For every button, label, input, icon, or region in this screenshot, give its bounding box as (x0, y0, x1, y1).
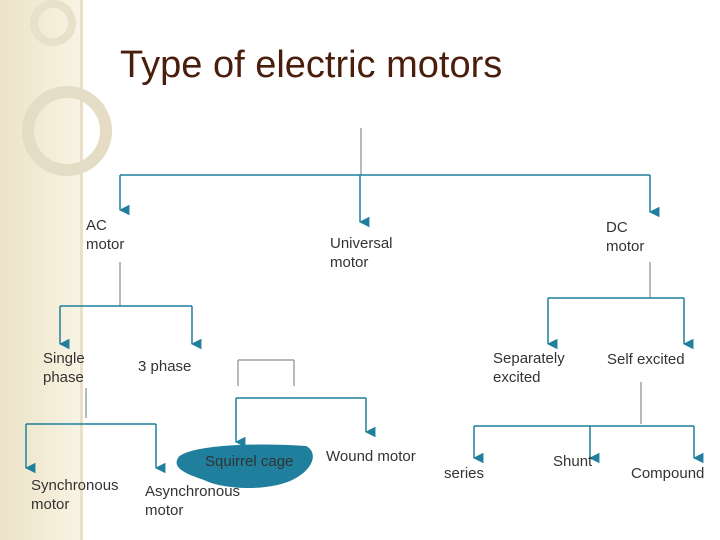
node-ac-line2: motor (86, 236, 125, 253)
decorative-band-edge (80, 0, 83, 540)
node-dc-line2: motor (606, 238, 645, 255)
node-wound-motor-label: Wound motor (326, 448, 416, 465)
node-wound-motor: Wound motor (326, 447, 416, 466)
node-dc-motor: DC motor (606, 218, 644, 256)
node-universal-motor: Universal motor (330, 234, 393, 272)
node-compound: Compound (631, 464, 704, 483)
node-self-excited-label: Self excited (607, 351, 685, 368)
node-synchronous-line1: Synchronous (31, 477, 119, 494)
node-separately-line2: excited (493, 369, 541, 386)
node-single-phase: Single phase (43, 349, 85, 387)
node-series: series (444, 464, 484, 483)
node-universal-line1: Universal (330, 235, 393, 252)
node-squirrel-cage-label: Squirrel cage (205, 453, 294, 470)
node-series-label: series (444, 465, 485, 482)
node-ac-motor: AC motor (86, 216, 124, 254)
node-single-line1: Single (43, 350, 85, 367)
node-separately-line1: Separately (493, 350, 565, 367)
decorative-ring-small (30, 0, 76, 46)
node-universal-line2: motor (330, 254, 369, 271)
node-asynchronous-line1: Asynchronous (145, 483, 241, 500)
node-single-line2: phase (43, 369, 84, 386)
node-shunt: Shunt (553, 452, 592, 471)
node-three-phase-label: 3 phase (138, 358, 192, 375)
node-shunt-label: Shunt (553, 453, 593, 470)
squirrel-cage-highlight (176, 444, 313, 488)
node-synchronous-line2: motor (31, 496, 70, 513)
node-synchronous-motor: Synchronous motor (31, 476, 119, 514)
node-separately-excited: Separately excited (493, 349, 565, 387)
node-compound-label: Compound (631, 465, 705, 482)
node-ac-line1: AC (86, 217, 107, 234)
node-squirrel-cage: Squirrel cage (205, 452, 293, 471)
node-dc-line1: DC (606, 219, 628, 236)
node-asynchronous-line2: motor (145, 502, 184, 519)
page-title: Type of electric motors (120, 44, 503, 86)
node-three-phase: 3 phase (138, 357, 191, 376)
node-self-excited: Self excited (607, 350, 685, 369)
node-asynchronous-motor: Asynchronous motor (145, 482, 240, 520)
